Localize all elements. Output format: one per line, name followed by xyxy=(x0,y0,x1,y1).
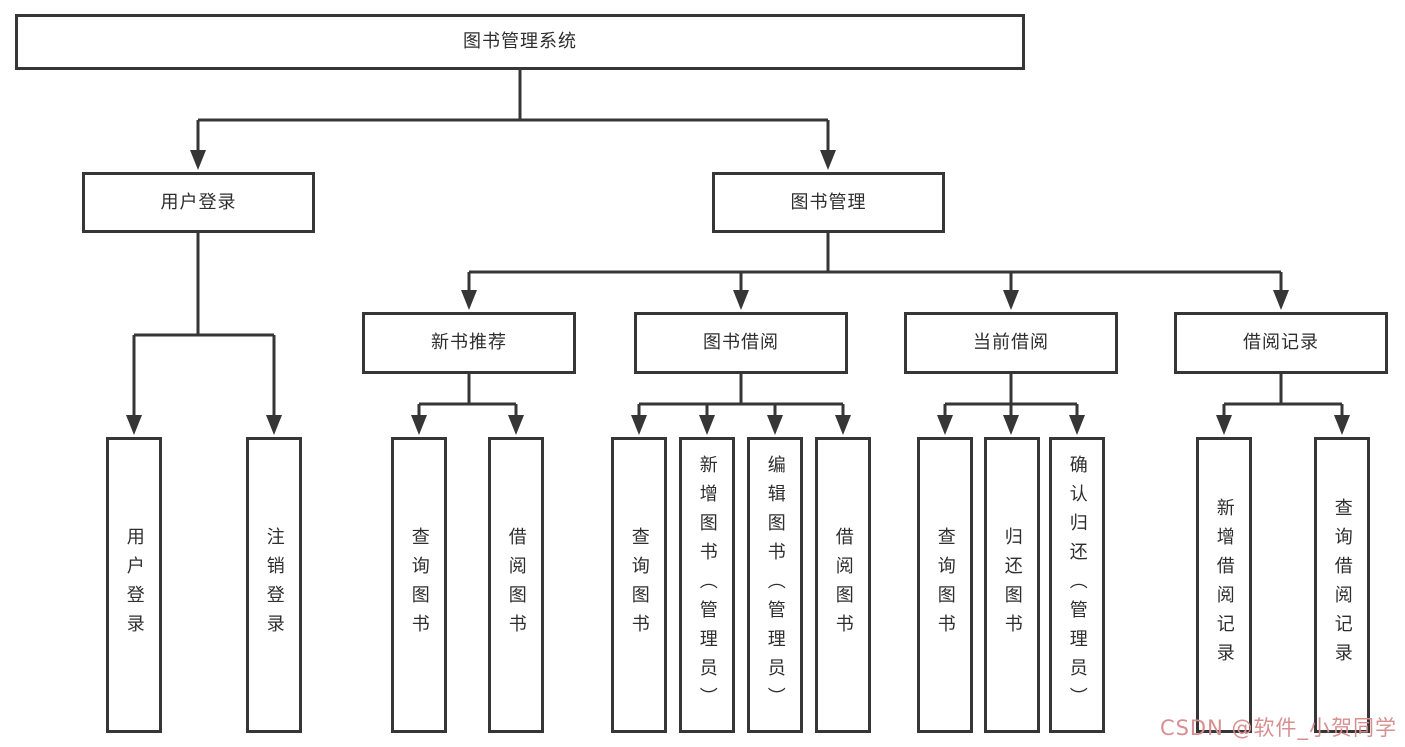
node-current-borrow: 当前借阅 xyxy=(904,312,1118,374)
node-query-books-current: 查询图书 xyxy=(917,437,973,733)
node-new-book-recommend: 新书推荐 xyxy=(362,312,576,374)
node-book-borrow: 图书借阅 xyxy=(634,312,848,374)
watermark: CSDN @软件_小贺同学 xyxy=(1159,716,1397,740)
node-add-borrow-record: 新增借阅记录 xyxy=(1196,437,1252,733)
node-return-books: 归还图书 xyxy=(984,437,1040,733)
node-borrow-books-recommend: 借阅图书 xyxy=(488,437,544,733)
node-logout-action: 注销登录 xyxy=(246,437,302,733)
node-borrow-books: 借阅图书 xyxy=(815,437,871,733)
node-borrow-record: 借阅记录 xyxy=(1174,312,1388,374)
node-query-books-recommend: 查询图书 xyxy=(391,437,447,733)
node-user-login: 用户登录 xyxy=(82,172,315,233)
node-query-books-borrow: 查询图书 xyxy=(611,437,667,733)
node-root: 图书管理系统 xyxy=(15,14,1025,70)
node-query-borrow-record: 查询借阅记录 xyxy=(1314,437,1370,733)
node-book-management: 图书管理 xyxy=(712,172,945,233)
node-user-login-action: 用户登录 xyxy=(106,437,162,733)
node-add-books-admin: 新增图书（管理员） xyxy=(679,437,735,733)
node-edit-books-admin: 编辑图书（管理员） xyxy=(747,437,803,733)
node-confirm-return-admin: 确认归还（管理员） xyxy=(1049,437,1105,733)
